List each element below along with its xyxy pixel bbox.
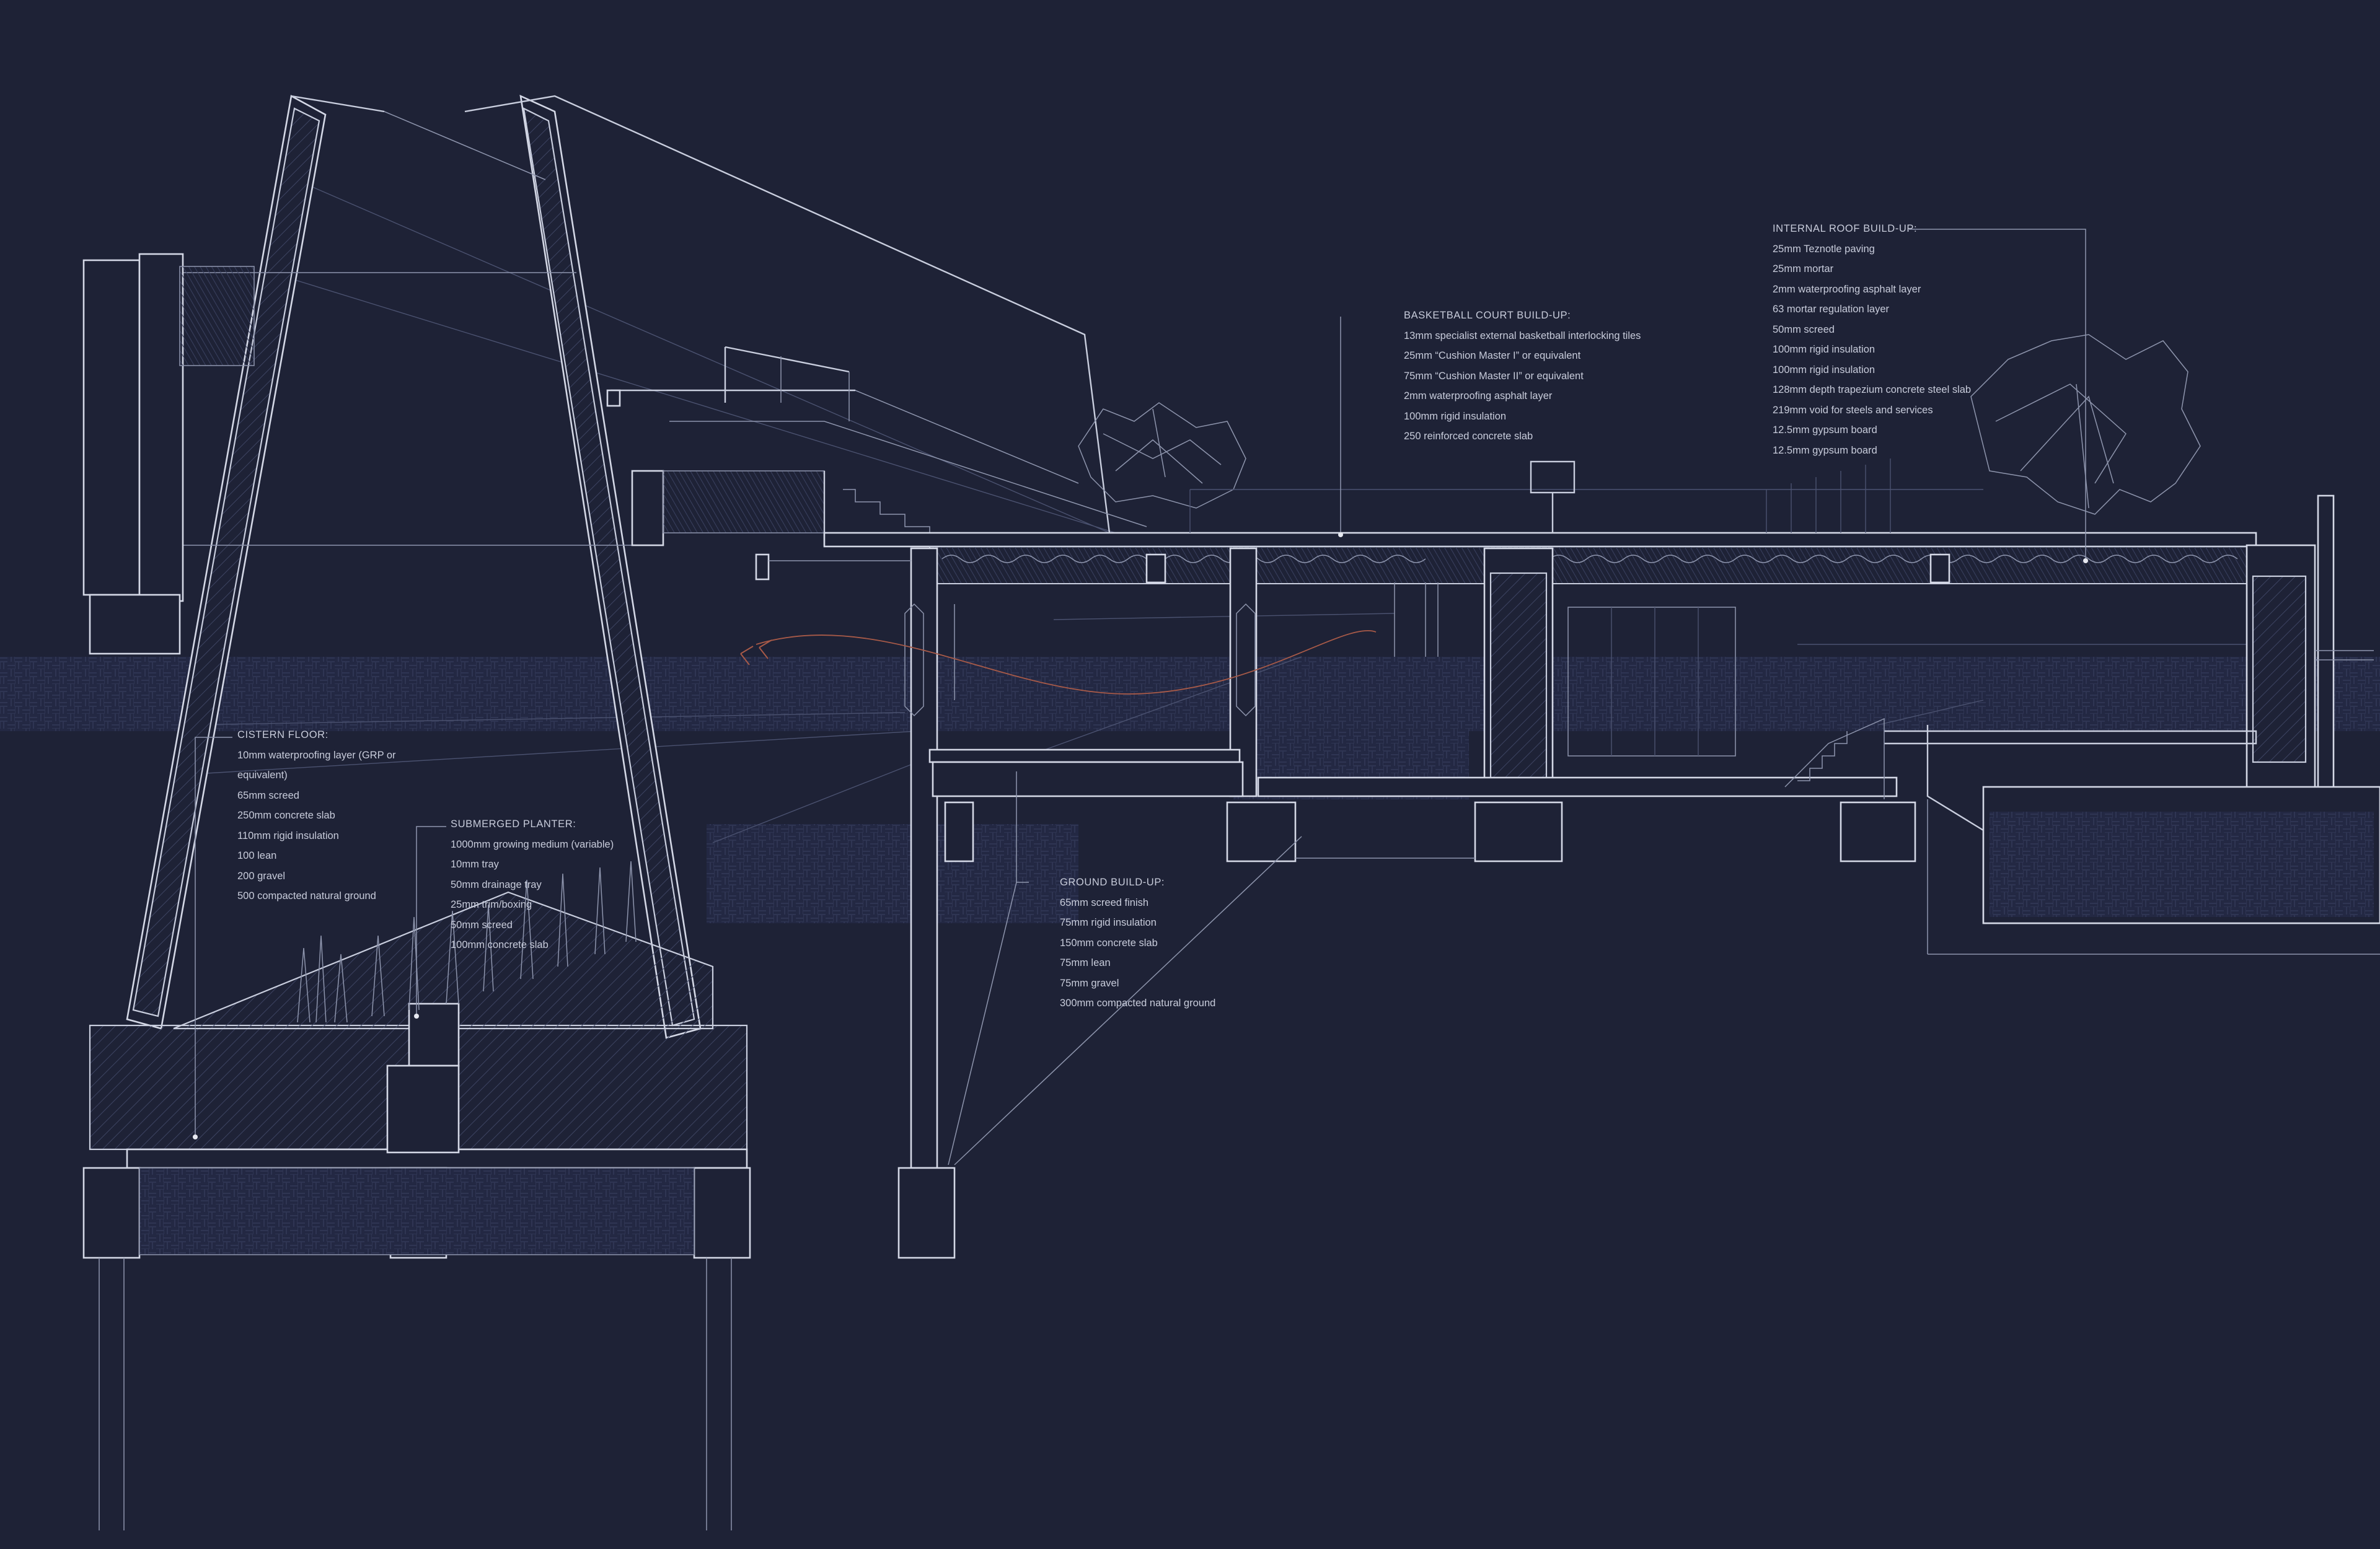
leader-dots <box>193 532 2088 1139</box>
layer-item: 100 lean <box>237 850 277 861</box>
layer-item: 110mm rigid insulation <box>237 830 339 841</box>
leader-lines <box>195 229 2086 1165</box>
layer-item: 25mm mortar <box>1773 263 1834 274</box>
layer-item: 50mm screed <box>451 919 513 931</box>
layer-item: 100mm concrete slab <box>451 939 549 950</box>
layer-item: 150mm concrete slab <box>1060 937 1158 949</box>
layer-item: 65mm screed <box>237 789 299 801</box>
layer-item: 63 mortar regulation layer <box>1773 304 1890 315</box>
layer-item: 75mm lean <box>1060 957 1111 968</box>
layer-item: 75mm “Cushion Master II” or equivalent <box>1404 370 1584 382</box>
layer-item: 13mm specialist external basketball inte… <box>1404 330 1641 341</box>
annotation-title: BASKETBALL COURT BUILD-UP: <box>1404 310 1571 321</box>
layer-item: 2mm waterproofing asphalt layer <box>1773 283 1921 295</box>
layer-item: 50mm drainage tray <box>451 879 542 890</box>
internal-roof-annotation: INTERNAL ROOF BUILD-UP: 25mm Teznotle pa… <box>1773 219 1971 460</box>
layer-item: 219mm void for steels and services <box>1773 404 1933 416</box>
internal-structure <box>755 494 2380 1259</box>
annotation-title: GROUND BUILD-UP: <box>1060 877 1165 888</box>
layer-item: 100mm rigid insulation <box>1773 344 1875 355</box>
submerged-planter <box>173 861 714 1154</box>
annotation-title: CISTERN FLOOR: <box>237 729 328 740</box>
layer-item: 200 gravel <box>237 870 286 882</box>
layer-item: 25mm Teznotle paving <box>1773 243 1875 255</box>
layer-item: 1000mm growing medium (variable) <box>451 838 614 850</box>
ground-annotation: GROUND BUILD-UP: 65mm screed finish 75mm… <box>1060 872 1215 1014</box>
layer-item: 50mm screed <box>1773 323 1835 335</box>
layer-item: 75mm gravel <box>1060 977 1119 989</box>
terraces <box>82 253 1147 655</box>
layer-item: 12.5mm gypsum board <box>1773 444 1877 456</box>
submerged-planter-annotation: SUBMERGED PLANTER: 1000mm growing medium… <box>451 814 614 955</box>
layer-item: 128mm depth trapezium concrete steel sla… <box>1773 384 1972 395</box>
layer-item: 100mm rigid insulation <box>1773 364 1875 375</box>
window-frames <box>904 603 1256 717</box>
layer-item: 75mm rigid insulation <box>1060 917 1157 928</box>
layer-item: 10mm tray <box>451 859 499 870</box>
basketball-court-annotation: BASKETBALL COURT BUILD-UP: 13mm speciali… <box>1404 305 1641 447</box>
layer-item: 25mm “Cushion Master I” or equivalent <box>1404 350 1581 361</box>
layer-item: 250 reinforced concrete slab <box>1404 431 1533 442</box>
annotation-title: SUBMERGED PLANTER: <box>451 818 576 830</box>
layer-item: 65mm screed finish <box>1060 897 1149 908</box>
layer-item: 25mm trim/boxing <box>451 899 532 910</box>
layer-item: 100mm rigid insulation <box>1404 410 1507 422</box>
airflow-arrow <box>740 630 1377 695</box>
tree-right <box>1970 334 2201 515</box>
annotation-title: INTERNAL ROOF BUILD-UP: <box>1773 223 1918 234</box>
layer-item: 10mm waterproofing layer (GRP or equival… <box>237 749 396 781</box>
cistern-floor-annotation: CISTERN FLOOR: 10mm waterproofing layer … <box>237 725 423 906</box>
layer-item: 2mm waterproofing asphalt layer <box>1404 390 1553 402</box>
layer-item: 500 compacted natural ground <box>237 890 376 902</box>
layer-item: 300mm compacted natural ground <box>1060 998 1216 1009</box>
tree-left <box>1078 402 1246 509</box>
layer-item: 250mm concrete slab <box>237 810 335 821</box>
layer-item: 12.5mm gypsum board <box>1773 424 1877 436</box>
